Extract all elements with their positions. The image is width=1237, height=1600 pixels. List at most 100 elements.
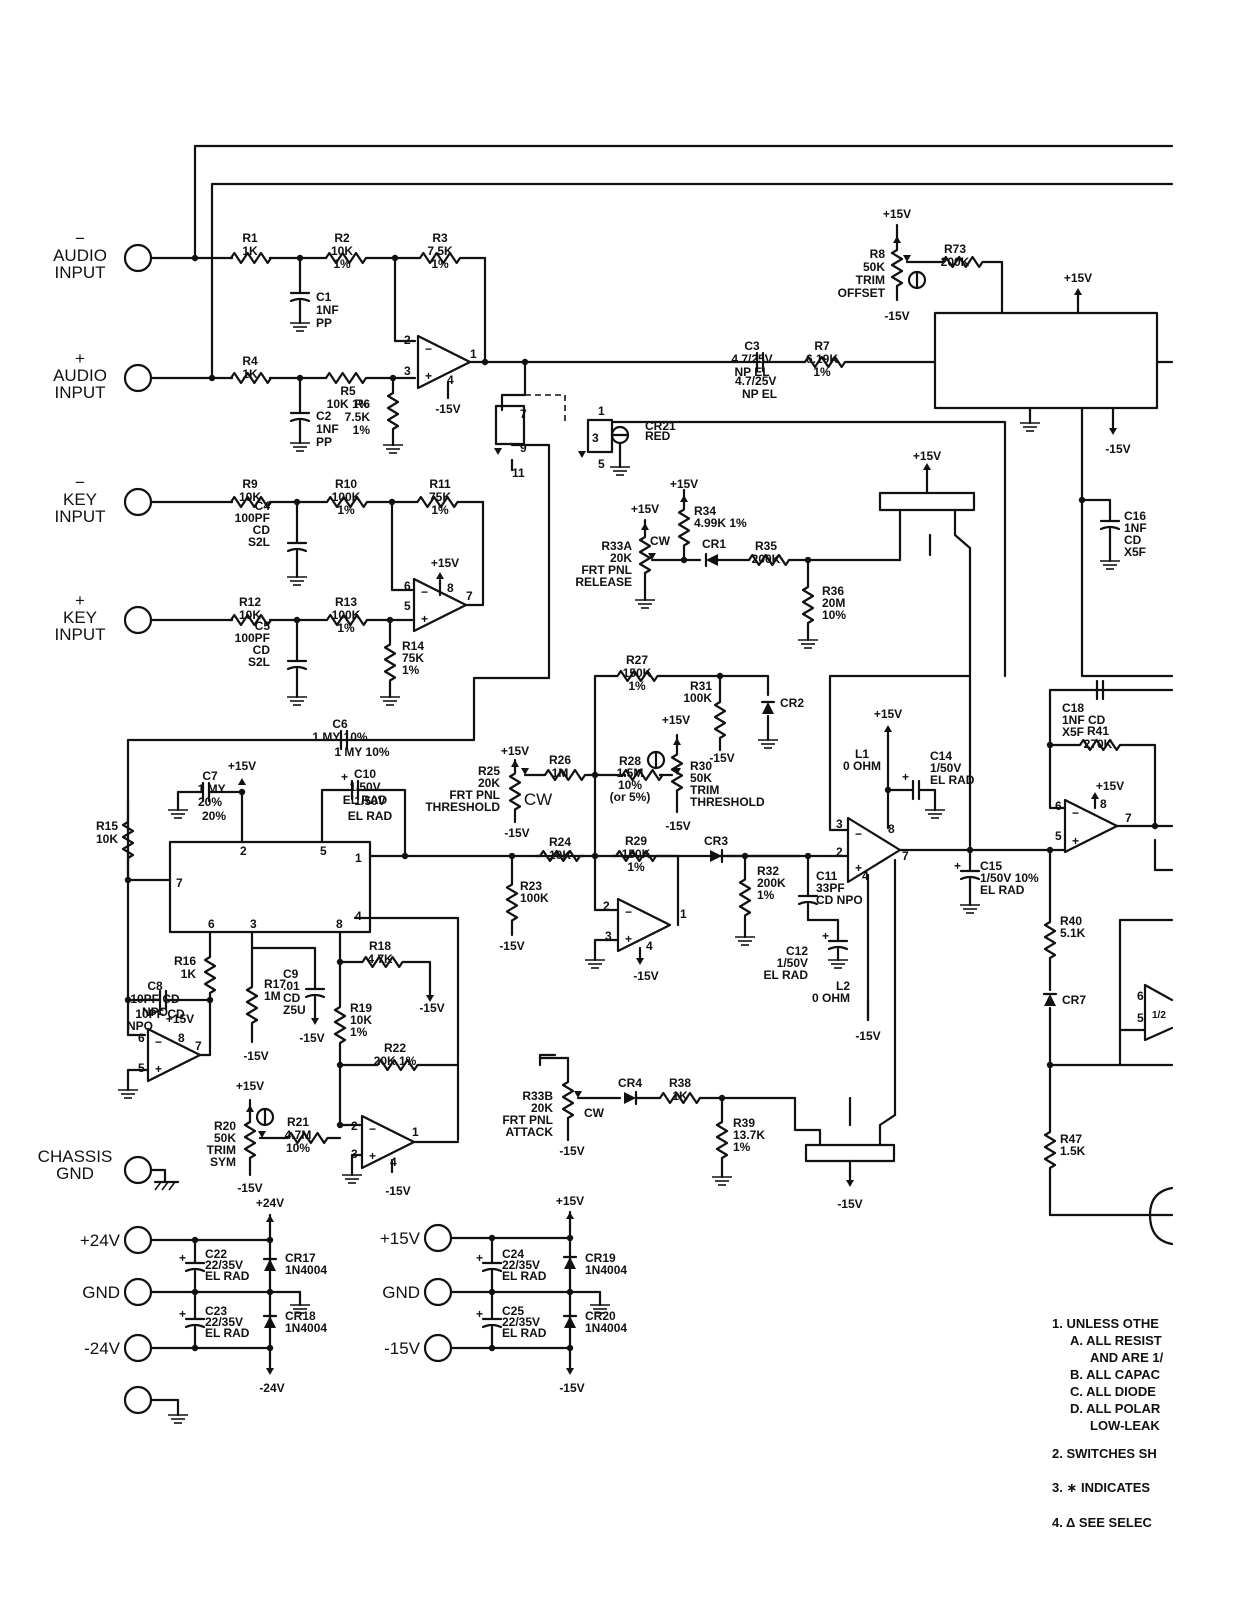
wire bbox=[538, 1053, 557, 1067]
component-ref: R9 bbox=[242, 477, 258, 491]
component-value: 20% bbox=[198, 795, 222, 809]
resistor bbox=[746, 553, 792, 567]
switch-pin: 11 bbox=[512, 466, 525, 480]
polarity-mark: + bbox=[902, 770, 909, 784]
component-value: S2L bbox=[248, 535, 270, 549]
pin-number: 3 bbox=[605, 929, 612, 943]
supply-label: -15V bbox=[385, 1184, 410, 1198]
rail-label: -24V bbox=[84, 1339, 121, 1358]
junction-dot bbox=[488, 1234, 496, 1242]
wire bbox=[593, 938, 620, 957]
transistor-array-bottom bbox=[804, 1143, 896, 1163]
component-value: 10PF CD bbox=[130, 992, 180, 1006]
pin-number: 7 bbox=[176, 876, 183, 890]
wire bbox=[126, 878, 147, 1037]
component-value: 100K bbox=[332, 490, 361, 504]
supply-label: -15V bbox=[504, 826, 529, 840]
component-value: 1/50V 10% bbox=[980, 871, 1039, 885]
rail-label: GND bbox=[82, 1283, 120, 1302]
component-value: PP bbox=[316, 435, 332, 449]
supply-arrow bbox=[258, 1131, 266, 1138]
pin-number: 7 bbox=[902, 849, 909, 863]
component-value: 1N4004 bbox=[585, 1321, 627, 1335]
supply-arrow bbox=[521, 768, 529, 775]
polarity-mark: + bbox=[476, 1307, 483, 1321]
supply-label: +24V bbox=[256, 1196, 284, 1210]
pin-number: 2 bbox=[351, 1119, 358, 1133]
component-value: 1% bbox=[757, 888, 775, 902]
supply-arrow bbox=[426, 995, 434, 1002]
component-value: 1% bbox=[353, 423, 371, 437]
resistor bbox=[677, 503, 691, 552]
supply-arrow bbox=[1074, 288, 1082, 295]
chassis-ground bbox=[154, 1181, 162, 1191]
opamp-minus: − bbox=[155, 1035, 162, 1049]
component-ref: R20 bbox=[214, 1119, 236, 1133]
supply-arrow bbox=[436, 572, 444, 579]
pin-number: 8 bbox=[178, 1031, 185, 1045]
component-value: CD bbox=[253, 643, 271, 657]
component-value: 4.7/25V bbox=[735, 374, 776, 388]
supply-arrow bbox=[636, 958, 644, 965]
component-ref: R6 bbox=[355, 397, 371, 411]
component-ref: CR19 bbox=[585, 1251, 616, 1265]
note-line: LOW-LEAK bbox=[1090, 1418, 1160, 1433]
component-value: EL RAD bbox=[205, 1326, 250, 1340]
component-ref: R47 bbox=[1060, 1132, 1082, 1146]
pin-number: 8 bbox=[888, 822, 895, 836]
supply-arrow bbox=[846, 1180, 854, 1187]
component-ref: R24 bbox=[549, 835, 571, 849]
component-value: 270K bbox=[1084, 737, 1113, 751]
component-value: THRESHOLD bbox=[690, 795, 765, 809]
resistor bbox=[538, 768, 592, 782]
component-value: 1% bbox=[350, 1025, 368, 1039]
component-ref: R36 bbox=[822, 584, 844, 598]
wire bbox=[1118, 918, 1174, 1067]
component-value: 200K bbox=[941, 255, 970, 269]
junction-dot bbox=[191, 254, 199, 262]
opamp-minus: − bbox=[421, 585, 428, 599]
component-value: SYM bbox=[210, 1155, 236, 1169]
supply-label: -15V bbox=[237, 1181, 262, 1195]
component-value: S2L bbox=[248, 655, 270, 669]
resistor bbox=[229, 371, 273, 385]
supply-label: -15V bbox=[499, 939, 524, 953]
supply-arrow bbox=[884, 725, 892, 732]
component-value: 0 OHM bbox=[843, 759, 881, 773]
connector-pin bbox=[123, 487, 153, 517]
diode bbox=[264, 1316, 276, 1328]
component-value: NP EL bbox=[742, 387, 777, 401]
connector-pin bbox=[423, 1223, 453, 1253]
component-value: TRIM bbox=[690, 783, 719, 797]
pin-number: 5 bbox=[404, 599, 411, 613]
component-value: 4.7/25V bbox=[731, 352, 772, 366]
opamp bbox=[1063, 798, 1119, 854]
pin-number: 3 bbox=[404, 364, 411, 378]
diode bbox=[706, 554, 718, 566]
component-ref: C3 bbox=[744, 339, 760, 353]
supply-label: +15V bbox=[236, 1079, 264, 1093]
component-ref: CR17 bbox=[285, 1251, 316, 1265]
pin-number: 1 bbox=[355, 851, 362, 865]
component-value: 1/50V bbox=[777, 956, 808, 970]
resistor bbox=[229, 613, 273, 627]
opamp-plus: + bbox=[855, 861, 862, 875]
pin-number: 5 bbox=[320, 844, 327, 858]
junction-dot bbox=[336, 1121, 344, 1129]
note-line: 2. SWITCHES SH bbox=[1052, 1446, 1157, 1461]
opamp bbox=[146, 1027, 202, 1083]
junction-dot bbox=[488, 1344, 496, 1352]
wire bbox=[1080, 498, 1112, 522]
opamp-minus: − bbox=[625, 905, 632, 919]
opamp bbox=[416, 334, 472, 390]
resistor bbox=[390, 495, 485, 509]
supply-label: -15V bbox=[559, 1144, 584, 1158]
component-value: 10% bbox=[822, 608, 846, 622]
wire bbox=[464, 576, 485, 607]
chassis-ground bbox=[168, 1181, 176, 1191]
resistor bbox=[1043, 1128, 1057, 1172]
component-value: 20K bbox=[478, 776, 500, 790]
pin-number: 4 bbox=[355, 909, 362, 923]
supply-label: +15V bbox=[431, 556, 459, 570]
wire bbox=[210, 182, 1174, 380]
